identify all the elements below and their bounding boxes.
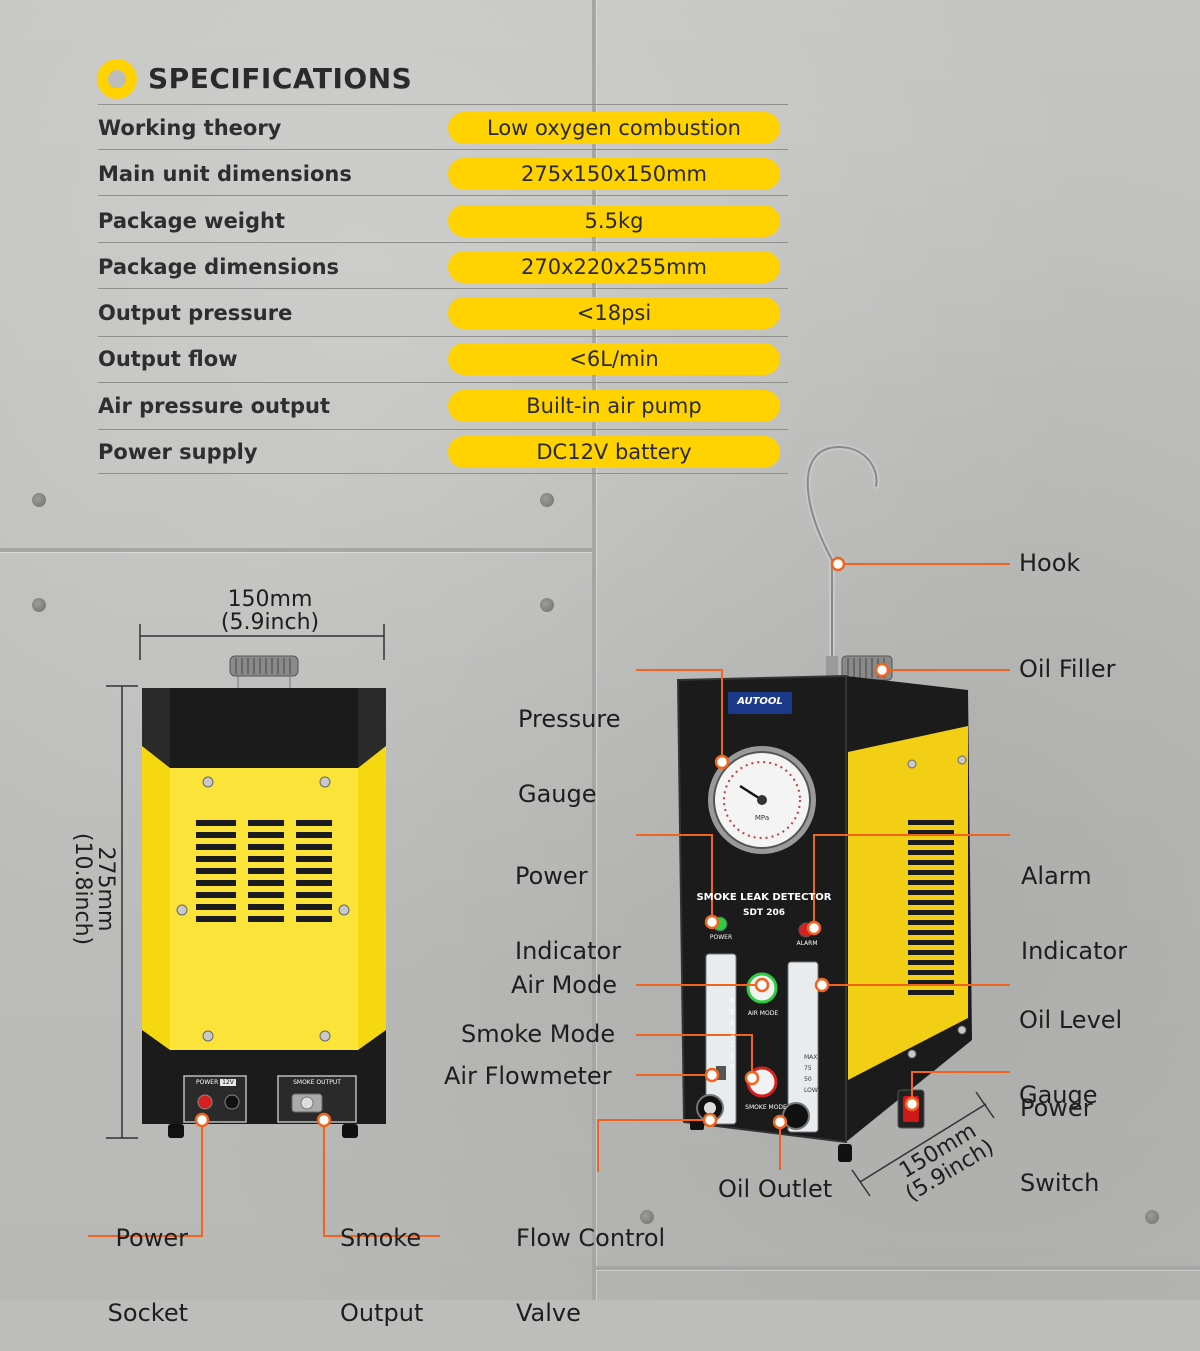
wall-bolt xyxy=(32,598,46,612)
wall-bolt xyxy=(1145,1210,1159,1224)
smoke-mode-button-label: SMOKE MODE xyxy=(745,1104,787,1111)
oil-filler-label: Oil Filler xyxy=(1019,655,1116,683)
wall-seam xyxy=(592,0,596,1300)
spec-value: 270x220x255mm xyxy=(448,251,780,283)
spec-value: DC12V battery xyxy=(448,436,780,468)
spec-label: Air pressure output xyxy=(98,394,331,418)
smoke-output-label: Smoke Output xyxy=(340,1224,424,1327)
oil-outlet-label: Oil Outlet xyxy=(718,1175,833,1203)
divider xyxy=(98,473,788,474)
spec-value: Low oxygen combustion xyxy=(448,112,780,144)
wall-bolt xyxy=(540,493,554,507)
pressure-gauge-label: Pressure Gauge xyxy=(518,705,621,808)
divider xyxy=(98,336,788,337)
power-switch-label: Power Switch xyxy=(1020,1094,1100,1197)
wall-seam xyxy=(596,1266,1200,1270)
wall-bolt xyxy=(32,493,46,507)
wall-bolt xyxy=(540,598,554,612)
back-view-device xyxy=(106,624,386,1139)
spec-label: Package dimensions xyxy=(98,255,340,279)
spec-label: Output flow xyxy=(98,347,238,371)
spec-label: Output pressure xyxy=(98,301,293,325)
spec-value: Built-in air pump xyxy=(448,390,780,422)
divider xyxy=(98,104,788,105)
alarm-indicator-label: Alarm Indicator xyxy=(1021,862,1128,965)
spec-label: Power supply xyxy=(98,440,258,464)
oil-level-gauge-label: Oil Level Gauge xyxy=(1019,1006,1123,1109)
divider xyxy=(98,149,788,150)
spec-label: Working theory xyxy=(98,116,282,140)
specifications-icon xyxy=(97,59,137,99)
power-indicator-label: Power Indicator xyxy=(515,862,622,965)
callout-lines xyxy=(88,563,1010,1237)
spec-label: Main unit dimensions xyxy=(98,162,352,186)
wall-bolt xyxy=(640,1210,654,1224)
gauge-unit: MPa xyxy=(754,814,770,822)
air-mode-label: Air Mode xyxy=(511,971,617,999)
divider xyxy=(98,242,788,243)
rear-smoke-output-label: SMOKE OUTPUT xyxy=(293,1079,341,1086)
spec-label: Package weight xyxy=(98,209,286,233)
hook-label: Hook xyxy=(1019,549,1081,577)
spec-value: 275x150x150mm xyxy=(448,158,780,190)
wall-seam xyxy=(0,548,592,552)
divider xyxy=(98,195,788,196)
spec-value: 5.5kg xyxy=(448,205,780,237)
flow-control-valve-label: Flow Control Valve xyxy=(516,1224,666,1327)
model-number: SDT 206 xyxy=(742,908,785,918)
front-view-device xyxy=(676,444,995,1197)
callout-dots xyxy=(194,556,920,1130)
power-socket-label: Power Socket xyxy=(107,1224,188,1327)
brand-logo: AUTOOL xyxy=(737,696,783,707)
width-dimension: 150mm (5.9inch) xyxy=(220,587,320,635)
product-name: SMOKE LEAK DETECTOR xyxy=(696,892,832,903)
divider xyxy=(98,429,788,430)
product-illustration xyxy=(88,444,1010,1237)
air-flowmeter-label: Air Flowmeter xyxy=(444,1062,612,1090)
power-led-label: POWER xyxy=(709,934,733,941)
smoke-mode-label: Smoke Mode xyxy=(461,1020,616,1048)
oil-scale: MAX 75 50 LOW xyxy=(804,1054,818,1094)
height-dimension: 275mm (10.8inch) xyxy=(70,832,118,946)
rear-power-label: POWER 12V xyxy=(196,1079,236,1086)
divider xyxy=(98,382,788,383)
specifications-title: SPECIFICATIONS xyxy=(148,62,413,95)
air-mode-button-label: AIR MODE xyxy=(747,1010,779,1017)
air-scale: 6 5 4 3 2 1 0 xyxy=(730,997,735,1071)
alarm-led-label: ALARM xyxy=(796,940,818,947)
spec-value: <6L/min xyxy=(448,343,780,375)
spec-value: <18psi xyxy=(448,297,780,329)
divider xyxy=(98,288,788,289)
